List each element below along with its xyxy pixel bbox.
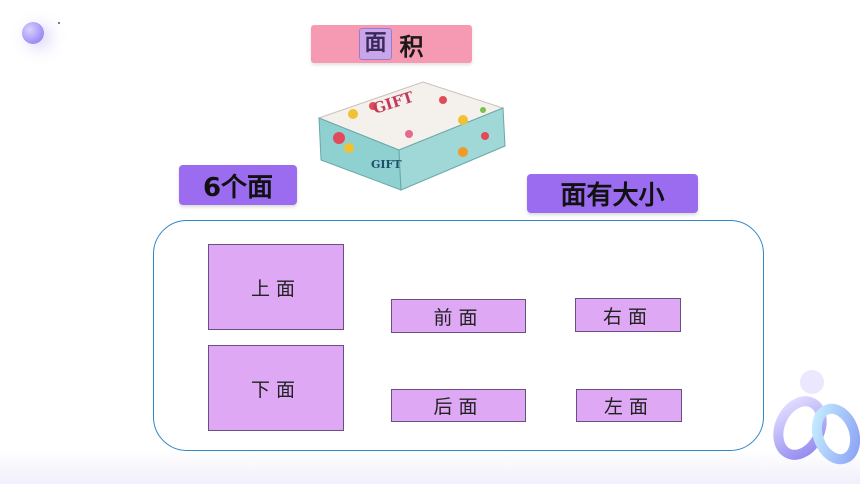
title-highlight-char: 面 — [359, 28, 392, 60]
face-card-front: 前面 — [391, 299, 526, 333]
gift-box-image: GIFT GIFT — [317, 81, 506, 191]
glass-rings-icon — [773, 370, 860, 465]
face-card-back: 后面 — [391, 389, 526, 422]
title-rest-chars: 积 — [399, 32, 424, 61]
face-card-right: 右面 — [575, 298, 681, 332]
gift-label-front: GIFT — [371, 158, 402, 171]
tag-six-faces: 6个面 — [179, 165, 297, 205]
face-card-top: 上面 — [208, 244, 344, 330]
purple-blob-icon — [22, 22, 44, 44]
tag-faces-have-size: 面有大小 — [527, 174, 698, 213]
face-card-left: 左面 — [576, 389, 682, 422]
decor-dot — [58, 22, 60, 24]
page-title: 面 积 — [311, 25, 472, 63]
face-card-bottom: 下面 — [208, 345, 344, 431]
